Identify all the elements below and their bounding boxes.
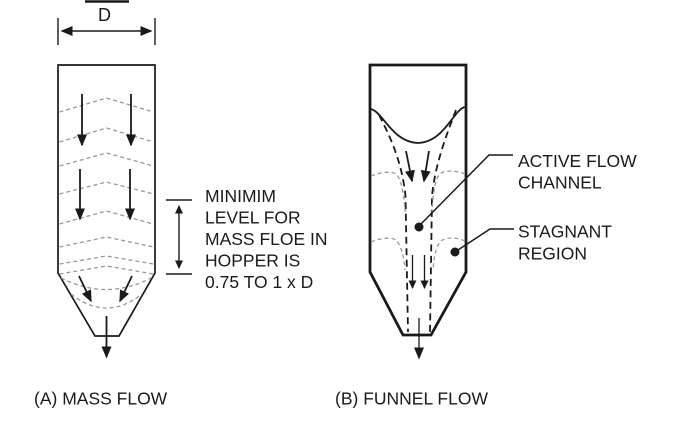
leader-line xyxy=(457,228,514,251)
flow-profile-line xyxy=(59,255,154,265)
stagnant-region-label-line: REGION xyxy=(518,244,587,264)
flow-profile-line xyxy=(70,293,143,309)
converging-arrow-icon xyxy=(119,275,133,303)
min-level-dimension xyxy=(166,199,192,275)
min-level-annotation-line: HOPPER IS xyxy=(205,251,300,271)
mass-flow-caption: (A) MASS FLOW xyxy=(34,389,168,409)
min-level-annotation: MINIMIM LEVEL FOR MASS FLOE IN HOPPER IS… xyxy=(205,186,328,292)
flow-profile-line xyxy=(60,277,152,291)
funnel-flow-arrows xyxy=(405,150,431,360)
leader-dot xyxy=(450,247,460,257)
leader-line xyxy=(420,154,513,225)
flow-profile-line xyxy=(59,265,154,275)
min-level-annotation-line: LEVEL FOR xyxy=(205,208,301,228)
down-arrow-icon xyxy=(420,150,431,183)
min-level-annotation-line: MINIMIM xyxy=(205,186,276,206)
min-level-annotation-line: 0.75 TO 1 x D xyxy=(205,272,313,292)
stagnant-region-boundaries xyxy=(370,170,466,271)
min-level-annotation-line: MASS FLOE IN xyxy=(205,229,328,249)
hopper-a-outline xyxy=(57,64,156,337)
stagnant-boundary-line xyxy=(370,237,406,271)
channel-boundary-line xyxy=(429,109,457,333)
stagnant-boundary-line xyxy=(431,170,466,213)
mass-flow-arrows xyxy=(75,94,136,359)
flow-profile-line xyxy=(59,97,154,113)
stagnant-boundary-line xyxy=(432,237,466,271)
width-dimension: D xyxy=(57,5,156,45)
hopper-b-outline xyxy=(368,63,468,337)
channel-boundary-line xyxy=(378,114,409,333)
flow-profile-line xyxy=(59,181,154,195)
flow-profile-line xyxy=(59,236,154,248)
width-dimension-label: D xyxy=(98,5,111,25)
active-channel-boundary xyxy=(378,109,457,333)
funnel-flow-caption: (B) FUNNEL FLOW xyxy=(335,389,488,409)
funnel-flow-diagram: ACTIVE FLOW CHANNEL STAGNANT REGION (B) … xyxy=(335,63,637,409)
stagnant-region-callout: STAGNANT REGION xyxy=(450,222,612,264)
stagnant-region-label-line: STAGNANT xyxy=(518,222,612,242)
active-flow-channel-label-line: CHANNEL xyxy=(518,173,602,193)
down-arrow-icon xyxy=(405,150,415,183)
active-flow-callout: ACTIVE FLOW CHANNEL xyxy=(414,151,637,232)
flow-profile-line xyxy=(59,127,154,143)
stagnant-boundary-line xyxy=(370,171,406,213)
flow-profile-line xyxy=(59,152,154,167)
converging-arrow-icon xyxy=(78,275,92,303)
active-flow-channel-label-line: ACTIVE FLOW xyxy=(518,151,637,171)
mass-flow-diagram: D xyxy=(34,5,328,409)
leader-dot xyxy=(414,222,424,232)
